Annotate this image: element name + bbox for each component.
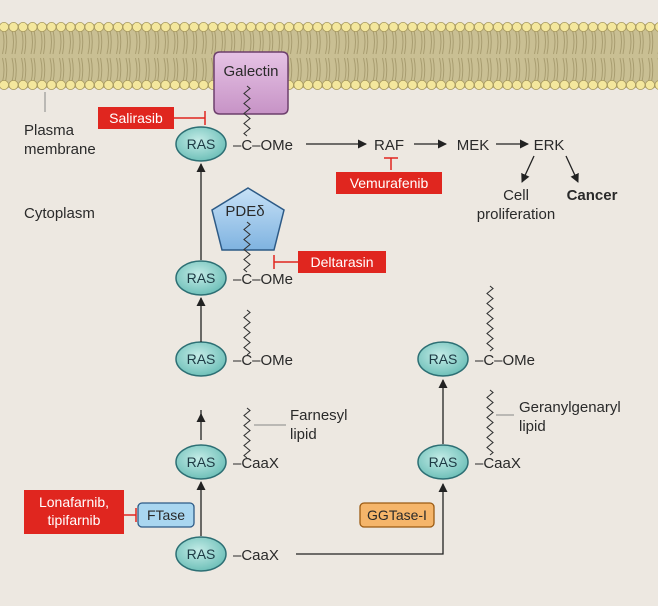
- ggtase-enzyme: [359, 502, 435, 528]
- vemurafenib-drug-box: [336, 172, 442, 194]
- salirasib-label: Salirasib: [109, 110, 163, 126]
- caax-label: –CaaX: [233, 455, 279, 472]
- ftase-enzyme: [137, 502, 195, 528]
- ras-label: RAS: [187, 546, 216, 562]
- ras-label: RAS: [429, 454, 458, 470]
- cell-proliferation-label: Cell: [503, 187, 529, 204]
- tipifarnib-label: tipifarnib: [48, 512, 101, 528]
- caax-label: –CaaX: [475, 455, 521, 472]
- plasma-membrane-label: Plasma: [24, 122, 75, 139]
- ras-node-geranylgeranylated: [417, 341, 469, 377]
- pathway-arrows: [196, 139, 579, 555]
- plasma-membrane-label: membrane: [24, 141, 96, 158]
- ras-label: RAS: [429, 351, 458, 367]
- plasma-membrane: [0, 0, 658, 91]
- inhibition-lines: [124, 111, 398, 522]
- farnesyl-lipid-label: Farnesyl: [290, 407, 348, 424]
- mek-label: MEK: [457, 137, 490, 154]
- ras-node-membrane: [175, 126, 227, 162]
- erk-label: ERK: [534, 137, 565, 154]
- lonafarnib-drug-box: [24, 490, 124, 534]
- ras-node-pde: [175, 260, 227, 296]
- pde-delta-label: PDEδ: [225, 203, 264, 220]
- farnesyl-lipid-label: lipid: [290, 426, 317, 443]
- lipid-chains: [243, 85, 494, 459]
- c-ome-label: –C–OMe: [233, 352, 293, 369]
- galectin-label: Galectin: [223, 63, 278, 80]
- c-ome-label: –C–OMe: [233, 271, 293, 288]
- geranylgeranyl-lipid-label: lipid: [519, 418, 546, 435]
- geranylgeranyl-lipid-label: Geranylgenaryl: [519, 399, 621, 416]
- ras-node-farnesylated: [175, 444, 227, 480]
- salirasib-drug-box: [98, 107, 174, 129]
- deltarasin-drug-box: [298, 251, 386, 273]
- ras-node-gg-caax: [417, 444, 469, 480]
- ras-label: RAS: [187, 351, 216, 367]
- lonafarnib-label: Lonafarnib,: [39, 494, 109, 510]
- ftase-label: FTase: [147, 507, 185, 523]
- deltarasin-label: Deltarasin: [310, 254, 373, 270]
- ras-label: RAS: [187, 270, 216, 286]
- ras-node-unprocessed: [175, 536, 227, 572]
- caax-label: –CaaX: [233, 547, 279, 564]
- ggtase-label: GGTase-I: [367, 507, 427, 523]
- ras-label: RAS: [187, 136, 216, 152]
- cytoplasm-label: Cytoplasm: [24, 205, 95, 222]
- galectin-protein: [213, 51, 289, 115]
- raf-label: RAF: [374, 137, 404, 154]
- pde-delta-protein: [211, 187, 285, 251]
- cell-proliferation-label: proliferation: [477, 206, 555, 223]
- cancer-label: Cancer: [567, 187, 618, 204]
- ras-label: RAS: [187, 454, 216, 470]
- vemurafenib-label: Vemurafenib: [350, 175, 429, 191]
- c-ome-label: –C–OMe: [233, 137, 293, 154]
- c-ome-label: –C–OMe: [475, 352, 535, 369]
